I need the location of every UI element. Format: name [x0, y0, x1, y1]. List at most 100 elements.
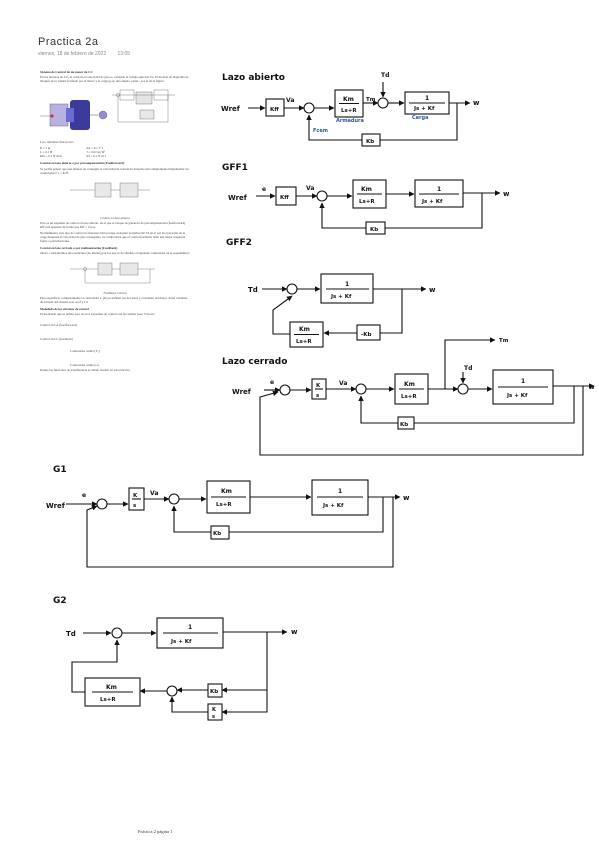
pasted-document: Sistema de Control de un motor de CC En … — [40, 65, 190, 445]
label-gain-den: s — [133, 503, 137, 509]
doc-paragraph: Normalmente, este tipo de control no fun… — [40, 230, 186, 244]
label-gain: Kff — [280, 195, 289, 201]
label-input: Td — [248, 286, 258, 294]
block-load — [492, 369, 554, 405]
label-load-num: 1 — [521, 378, 525, 385]
label-va: Va — [306, 185, 314, 192]
doc-heading: Modelado de los sistemas de control — [40, 307, 89, 312]
doc-paragraph: Para especificar completamente el contro… — [40, 295, 188, 305]
motor-figure — [40, 89, 175, 130]
label-output: w — [589, 384, 595, 391]
page-title: Practica 2a — [38, 36, 99, 48]
doc-heading: Sistema de Control de un motor de CC — [40, 70, 93, 74]
label-fb2-den: s — [212, 714, 215, 720]
summing-junction — [355, 383, 367, 395]
doc-paragraph: El modelado que se define para los tres … — [40, 312, 155, 317]
label-td: Td — [464, 365, 472, 372]
label-input: Td — [66, 630, 76, 638]
doc-constant: Kf = 0.1 N·m·s — [86, 154, 107, 159]
label-output: w — [503, 190, 510, 198]
label-load-den: Js + Kf — [421, 199, 443, 205]
summing-junction — [279, 384, 291, 396]
label-e: e — [270, 379, 274, 386]
label-output: w — [473, 99, 480, 107]
doc-equation-label: Control en LA (feedforward) — [40, 322, 77, 327]
heading-closed-loop: Lazo cerrado — [222, 357, 287, 367]
label-fb2-den: Ls+R — [296, 339, 312, 345]
summing-junction — [168, 493, 180, 505]
label-motor-den: Ls+R — [216, 502, 232, 508]
doc-paragraph: En los motores de CC, se controla la vel… — [40, 75, 189, 84]
label-fb: Kb — [400, 422, 408, 428]
label-motor-den: Ls+R — [359, 199, 375, 205]
label-motor-note: Armadura — [336, 118, 364, 124]
doc-constant: R = 2 Ω — [40, 145, 51, 150]
label-motor-num: Km — [343, 96, 354, 103]
diagram-g1 — [66, 479, 401, 568]
doc-equation-label: Controlador salida (ω) — [70, 363, 99, 368]
doc-caption: Feedback Control — [103, 290, 127, 295]
label-fb1: -Kb — [361, 332, 372, 338]
label-motor-den: Ls+R — [401, 394, 417, 400]
label-motor-num: Km — [404, 381, 415, 388]
heading-g1: G1 — [53, 465, 67, 475]
label-e: e — [262, 186, 266, 193]
diagram-gff1 — [256, 179, 501, 235]
label-va: Va — [286, 97, 294, 104]
label-fb2-num: K — [212, 707, 217, 713]
label-motor-den: Ls+R — [341, 108, 357, 114]
diagram-closed-loop — [259, 337, 595, 456]
page-footer: Práctica 2 página 1 — [138, 829, 173, 834]
summing-junction — [96, 498, 108, 510]
label-output: w — [291, 628, 298, 636]
doc-constants-label: Las constantes físicas son: — [40, 139, 74, 144]
label-output: w — [403, 494, 410, 502]
doc-paragraph: Se podría pensar que una manera de conse… — [40, 166, 189, 175]
label-motor-num: Km — [221, 488, 232, 495]
label-va: Va — [150, 490, 158, 497]
label-e: e — [82, 492, 86, 499]
doc-constant: J = 0.01 kg·m² — [86, 150, 106, 155]
label-fb3-num: Km — [106, 684, 117, 691]
label-gain-num: K — [316, 383, 321, 389]
diagram-g2 — [71, 617, 288, 721]
doc-caption: Control en lazo abierto — [100, 216, 130, 221]
label-load-den: Js + Kf — [330, 294, 352, 300]
summing-junction — [457, 383, 469, 395]
label-gain-num: K — [133, 493, 138, 499]
label-input: Wref — [46, 502, 66, 510]
label-load-den: Js + Kf — [170, 639, 192, 645]
label-load-num: 1 — [345, 281, 349, 288]
doc-constant: Km = 0.1 N·m/A — [40, 154, 62, 159]
heading-open-loop: Lazo abierto — [222, 73, 285, 83]
label-tm: Tm — [366, 97, 376, 103]
label-load-den: Js + Kf — [322, 503, 344, 509]
label-output: w — [429, 286, 436, 294]
label-gain: Kff — [270, 107, 279, 113]
label-fb: Kb — [366, 139, 374, 145]
doc-paragraph: Donde las funciones de transferencia se … — [40, 368, 131, 373]
label-load-note: Carga — [412, 115, 428, 121]
label-fb1: Kb — [210, 689, 218, 695]
label-tm: Tm — [499, 338, 509, 344]
summing-junction — [111, 627, 123, 639]
doc-paragraph: Ahora, consideramos una estructura (no m… — [40, 251, 190, 256]
label-va: Va — [339, 380, 347, 387]
label-fb2-num: Km — [299, 326, 310, 333]
label-fb: Kb — [370, 227, 378, 233]
label-load-den: Js + Kf — [506, 393, 528, 399]
label-input: Wref — [232, 388, 252, 396]
summing-junction — [377, 97, 389, 109]
summing-junction — [303, 102, 315, 114]
label-fb-note: Fcem — [313, 128, 328, 134]
doc-constant: Kb = 0.1 V·s — [86, 145, 104, 150]
page-time: 13:05 — [117, 51, 131, 57]
heading-gff2: GFF2 — [226, 238, 252, 248]
label-load-num: 1 — [338, 488, 342, 495]
doc-paragraph: Esto es un esquema de control en lazo ab… — [40, 221, 186, 230]
label-load-num: 1 — [188, 624, 192, 631]
label-input: Wref — [228, 194, 248, 202]
open-loop-figure — [70, 182, 150, 198]
feedback-figure — [70, 262, 155, 283]
